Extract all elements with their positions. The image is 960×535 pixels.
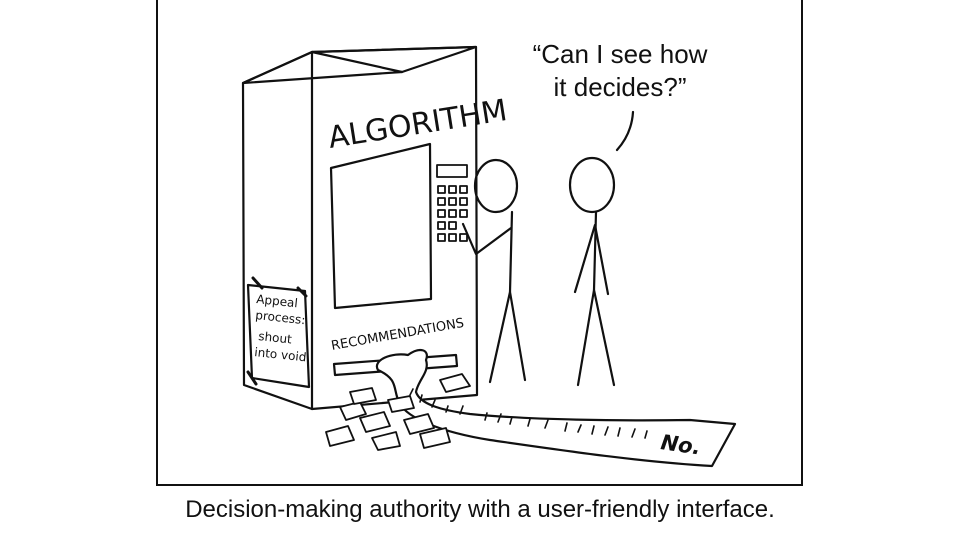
paper-scraps bbox=[325, 373, 471, 451]
tape-icon bbox=[246, 276, 308, 386]
comic-caption: Decision-making authority with a user-fr… bbox=[185, 496, 775, 523]
stick-figure-right bbox=[568, 156, 616, 387]
body bbox=[592, 210, 598, 292]
speech-tail bbox=[615, 110, 635, 152]
notice-line-4: into void bbox=[254, 345, 307, 364]
head bbox=[473, 158, 519, 214]
comic-panel-frame bbox=[156, 0, 803, 486]
appeal-notice bbox=[246, 276, 311, 389]
notice-line-2: process: bbox=[255, 308, 306, 327]
keypad-display bbox=[436, 164, 468, 178]
legs bbox=[488, 290, 527, 384]
body bbox=[508, 210, 514, 294]
machine-edge bbox=[310, 50, 404, 74]
speech-line-1: “Can I see how bbox=[532, 39, 708, 69]
stick-figure-left bbox=[461, 158, 527, 384]
slot-label: RECOMMENDATIONS bbox=[330, 316, 465, 354]
machine-top bbox=[241, 45, 478, 85]
notice-line-3: shout bbox=[258, 329, 293, 346]
receipt-label: No. bbox=[659, 430, 702, 459]
notice-line-1: Appeal bbox=[256, 292, 299, 310]
notice-text: Appeal process: shout into void bbox=[254, 292, 307, 364]
keypad bbox=[436, 164, 468, 242]
speech-line-2: it decides?” bbox=[553, 72, 687, 102]
arm-pressing bbox=[461, 222, 513, 256]
arms bbox=[573, 223, 610, 296]
speech-bubble-text: “Can I see how it decides?” bbox=[470, 38, 770, 104]
head bbox=[568, 156, 616, 214]
machine-screen bbox=[329, 142, 433, 310]
legs bbox=[576, 288, 616, 387]
